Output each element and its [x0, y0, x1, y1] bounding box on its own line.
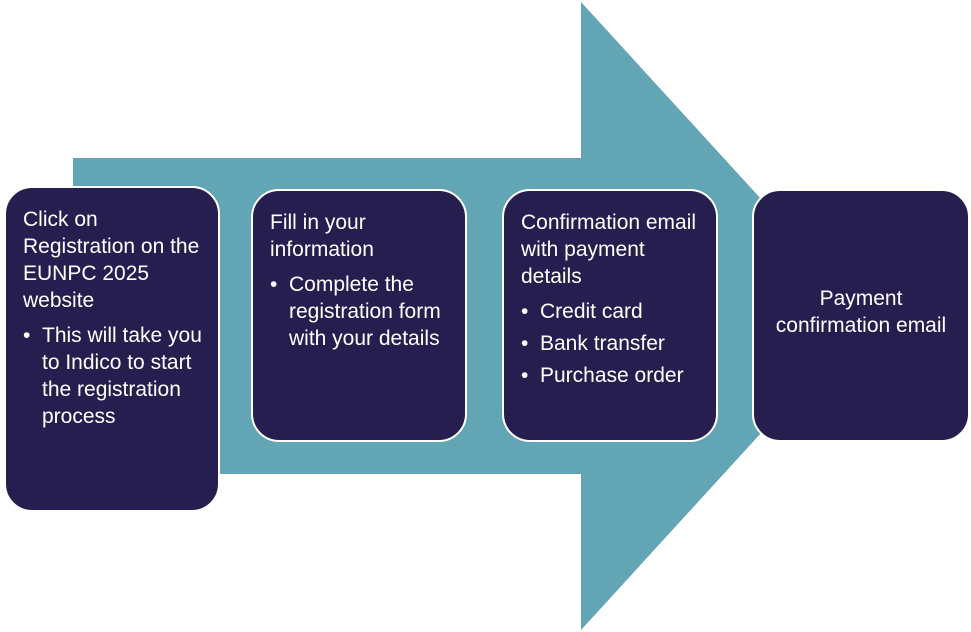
- step-4-box: Payment confirmation email: [752, 189, 970, 442]
- step-3-bullet-1: Credit card: [521, 298, 708, 325]
- step-2-title: Fill in your information: [270, 211, 374, 261]
- arrow-shape: [73, 2, 868, 630]
- step-2-bullets: Complete the registration form with your…: [270, 271, 455, 352]
- step-1-bullet-1: This will take you to Indico to start th…: [23, 322, 208, 430]
- step-1-box: Click on Registration on the EUNPC 2025 …: [4, 186, 220, 512]
- step-1-bullets: This will take you to Indico to start th…: [23, 322, 208, 430]
- step-4-title: Payment confirmation email: [775, 286, 947, 337]
- step-3-bullet-3: Purchase order: [521, 362, 708, 389]
- step-3-title: Confirmation email with payment details: [521, 211, 697, 288]
- step-3-bullet-2: Bank transfer: [521, 330, 708, 357]
- step-3-bullets: Credit card Bank transfer Purchase order: [521, 298, 708, 389]
- step-1-title: Click on Registration on the EUNPC 2025 …: [23, 208, 200, 312]
- step-2-bullet-1: Complete the registration form with your…: [270, 271, 455, 352]
- step-2-box: Fill in your information Complete the re…: [251, 189, 467, 442]
- step-3-box: Confirmation email with payment details …: [502, 189, 718, 442]
